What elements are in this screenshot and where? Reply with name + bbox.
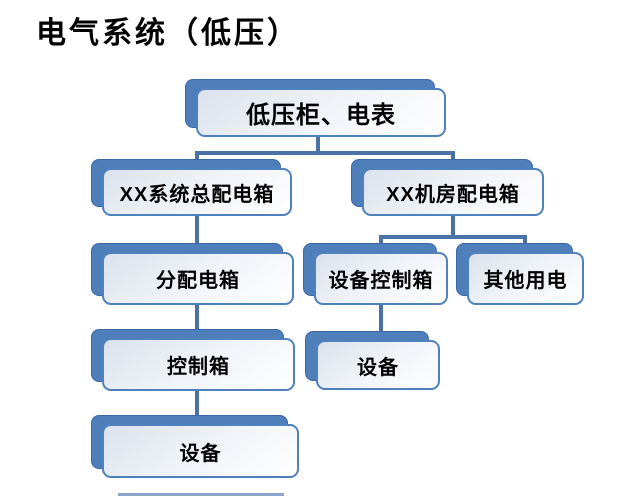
node-equipment-right: 设备 — [305, 331, 440, 390]
node-label: 分配电箱 — [156, 270, 240, 292]
node-label: 控制箱 — [167, 356, 230, 378]
node-label: 低压柜、电表 — [246, 102, 396, 129]
connector-bottom-cutoff-line — [118, 493, 284, 496]
node-label: 设备 — [179, 442, 222, 465]
node-control-box: 控制箱 — [91, 329, 295, 391]
connector-row1-horizontal — [195, 151, 455, 155]
node-face: 其他用电 — [467, 252, 584, 305]
node-face: 低压柜、电表 — [196, 88, 446, 137]
connector-left-l4-l5 — [195, 386, 199, 429]
node-face: XX机房配电箱 — [362, 168, 544, 216]
connector-right-stub — [451, 212, 455, 239]
connector-right-l3-l4 — [379, 300, 383, 345]
node-face: 设备 — [102, 424, 299, 478]
node-face: 控制箱 — [102, 338, 295, 391]
node-label: 设备控制箱 — [328, 270, 434, 292]
node-distribution-box: 分配电箱 — [91, 243, 294, 305]
page-title: 电气系统（低压） — [36, 16, 300, 51]
node-face: 设备 — [316, 340, 440, 390]
node-equipment-control-box: 设备控制箱 — [303, 243, 448, 305]
node-label: 其他用电 — [483, 270, 568, 292]
node-label: XX机房配电箱 — [386, 183, 520, 206]
node-face: 设备控制箱 — [314, 252, 448, 305]
connector-root-stub — [316, 133, 320, 155]
node-room-distribution-box: XX机房配电箱 — [351, 159, 544, 216]
node-label: 设备 — [357, 356, 399, 379]
node-face: XX系统总配电箱 — [102, 168, 292, 216]
node-face: 分配电箱 — [102, 252, 294, 305]
connector-left-l3-l4 — [195, 300, 199, 343]
node-other-power-use: 其他用电 — [456, 243, 584, 305]
node-equipment-left: 设备 — [91, 415, 299, 478]
connector-right-horizontal — [379, 235, 527, 239]
node-label: XX系统总配电箱 — [119, 183, 275, 206]
node-system-main-distribution-box: XX系统总配电箱 — [91, 159, 292, 216]
connector-left-l2-l3 — [195, 212, 199, 257]
node-lv-cabinet-meter: 低压柜、电表 — [185, 79, 446, 137]
